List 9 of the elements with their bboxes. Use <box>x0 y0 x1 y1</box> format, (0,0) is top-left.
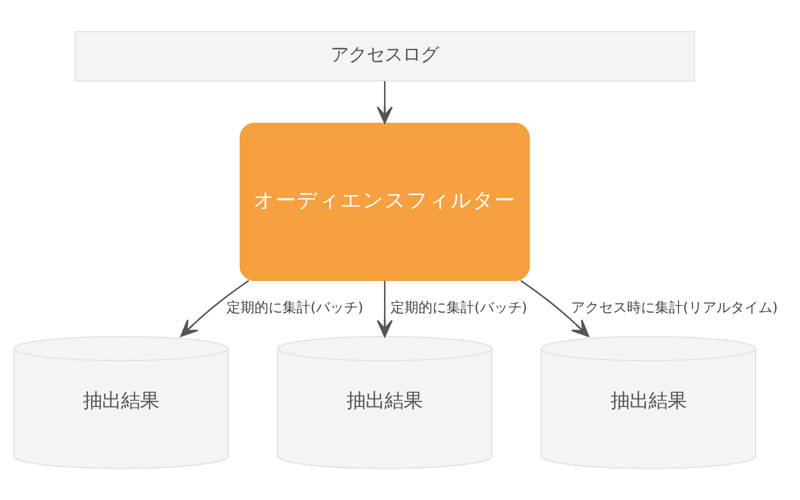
edge-label: アクセス時に集計(リアルタイム) <box>570 300 778 316</box>
arrow <box>180 280 249 337</box>
arrow <box>520 280 589 337</box>
arrow <box>376 81 392 124</box>
arrow <box>376 280 392 338</box>
node-box: オーディエンスフィルター <box>239 122 530 281</box>
node-box: アクセスログ <box>74 31 694 82</box>
edge-label: 定期的に集計(バッチ) <box>226 300 363 316</box>
edge-label: 定期的に集計(バッチ) <box>390 300 527 316</box>
